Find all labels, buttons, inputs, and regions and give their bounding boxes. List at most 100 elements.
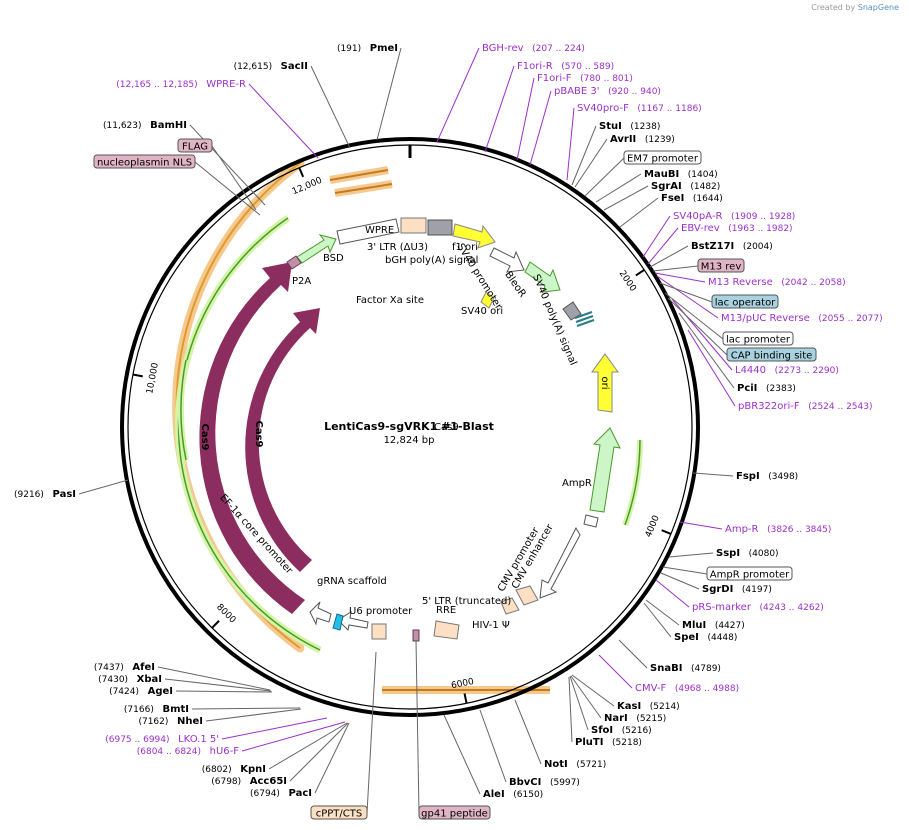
label-spacer: [142, 121, 151, 131]
label-nari[interactable]: NarI (5215): [604, 713, 666, 724]
label-wpre-r[interactable]: (12,165 .. 12,185) WPRE-R: [116, 79, 246, 90]
label-pcii[interactable]: PciI (2383): [737, 383, 796, 394]
label-spacer: [628, 714, 637, 724]
label-paci[interactable]: (6794) PacI: [250, 788, 312, 799]
label-name: PciI: [737, 383, 757, 394]
boxed-label-cppt-cts[interactable]: cPPT/CTS: [310, 805, 368, 820]
feature-label-f1-ori: f1 ori: [452, 242, 478, 253]
label-bbvci[interactable]: BbvCI (5997): [509, 777, 580, 788]
label-spei[interactable]: SpeI (4448): [674, 632, 737, 643]
label-name: BamHI: [150, 120, 187, 131]
label-sacii[interactable]: (12,615) SacII: [234, 61, 308, 72]
label-alei[interactable]: AleI (6150): [483, 789, 543, 800]
label-agei[interactable]: (7424) AgeI: [109, 686, 173, 697]
label-pasi[interactable]: (9216) PasI: [14, 489, 76, 500]
label-afei[interactable]: (7437) AfeI: [94, 662, 155, 673]
label-pbr322ori-f[interactable]: pBR322ori-F (2524 .. 2543): [738, 401, 873, 412]
label-bgh-rev[interactable]: BGH-rev (207 .. 224): [482, 43, 585, 54]
label-bmti[interactable]: (7166) BmtI: [124, 704, 189, 715]
label-sv40pa-r[interactable]: SV40pA-R (1909 .. 1928): [673, 211, 795, 222]
backbone-outer: [120, 137, 700, 717]
p2a-box: [286, 255, 302, 270]
tick-label: 2000: [617, 269, 638, 294]
label-name: KpnI: [240, 764, 266, 775]
label-box: [310, 805, 368, 820]
label-spacer: [733, 585, 742, 595]
label-fspi[interactable]: FspI (3498): [736, 471, 798, 482]
label-lko-1-5[interactable]: (6975 .. 6994) LKO.1 5': [105, 734, 219, 745]
label-m13-puc-reverse[interactable]: M13/pUC Reverse (2055 .. 2077): [721, 313, 883, 324]
label-sspi[interactable]: SspI (4080): [716, 548, 779, 559]
boxed-label-lac-operator[interactable]: lac operator: [711, 294, 779, 309]
label-name: FspI: [736, 471, 760, 482]
label-name: NheI: [177, 716, 203, 727]
label-cmv-f[interactable]: CMV-F (4968 .. 4988): [635, 683, 739, 694]
label-avrii[interactable]: AvrII (1239): [610, 134, 675, 145]
label-fsei[interactable]: FseI (1644): [661, 193, 723, 204]
label-name: SnaBI: [650, 663, 682, 674]
label-bamhi[interactable]: (11,623) BamHI: [103, 120, 187, 131]
label-kpni[interactable]: (6802) KpnI: [202, 764, 266, 775]
label-xbai[interactable]: (7430) XbaI: [98, 674, 162, 685]
label-hu6-f[interactable]: (6804 .. 6824) hU6-F: [137, 746, 240, 757]
label-spacer: [666, 684, 675, 694]
tick-mark: [211, 620, 220, 629]
label-spacer: [553, 62, 562, 72]
label-spacer: [760, 472, 769, 482]
label-spacer: [272, 62, 281, 72]
label-pluti[interactable]: PluTI (5218): [575, 737, 642, 748]
label-noti[interactable]: NotI (5721): [544, 759, 606, 770]
cas9-outer-arrow: [199, 262, 305, 614]
label-sv40pro-f[interactable]: SV40pro-F (1167 .. 1186): [577, 103, 702, 114]
boxed-label-flag[interactable]: FLAG: [177, 138, 213, 153]
plasmid-name: LentiCas9-sgVRK1 #1-Blast: [324, 420, 494, 433]
feature-label-cas9: Cas9: [199, 424, 210, 451]
label-nhei[interactable]: (7162) NheI: [138, 716, 203, 727]
label-spacer: [128, 675, 137, 685]
boxed-label-ampr-promoter[interactable]: AmpR promoter: [706, 566, 793, 581]
leader-line: [571, 674, 615, 707]
label-prs-marker[interactable]: pRS-marker (4243 .. 4262): [692, 602, 824, 613]
label-amp-r[interactable]: Amp-R (3826 .. 3845): [725, 524, 831, 535]
label-snabi[interactable]: SnaBI (4789): [650, 663, 721, 674]
boxed-label-em7-promoter[interactable]: EM7 promoter: [623, 150, 702, 165]
label-box: [418, 805, 491, 820]
label-maubi[interactable]: MauBI (1404): [644, 169, 718, 180]
label-position: (6794): [250, 789, 280, 799]
label-position: (4197): [742, 585, 772, 595]
label-sfoi[interactable]: SfoI (5216): [591, 725, 652, 736]
label-spacer: [168, 717, 177, 727]
label-stui[interactable]: StuI (1238): [599, 121, 660, 132]
boxed-label-lac-promoter[interactable]: lac promoter: [722, 331, 794, 346]
leader-line: [678, 312, 735, 389]
label-text: M13 rev: [701, 262, 742, 273]
boxed-label-m13-rev[interactable]: M13 rev: [697, 258, 745, 273]
label-acc65i[interactable]: (6798) Acc65I: [211, 776, 287, 787]
label-pbabe-3[interactable]: pBABE 3' (920 .. 940): [554, 86, 661, 97]
label-position: (4427): [715, 621, 745, 631]
label-f1ori-r[interactable]: F1ori-R (570 .. 589): [517, 61, 614, 72]
boxed-label-gp41-peptide[interactable]: gp41 peptide: [418, 805, 491, 820]
label-pmei[interactable]: (191) PmeI: [337, 43, 398, 54]
boxed-label-cap-binding-site[interactable]: CAP binding site: [726, 347, 817, 362]
label-text: lac promoter: [726, 335, 791, 346]
label-ebv-rev[interactable]: EBV-rev (1963 .. 1982): [681, 223, 793, 234]
boxed-label-nucleoplasmin-nls[interactable]: nucleoplasmin NLS: [93, 154, 196, 169]
label-bstz17i[interactable]: BstZ17I (2004): [691, 241, 773, 252]
label-name: NarI: [604, 713, 628, 724]
leader-line: [78, 479, 129, 495]
label-sgrdi[interactable]: SgrDI (4197): [702, 584, 772, 595]
feature-label-wpre: WPRE: [365, 225, 394, 236]
label-name: F1ori-F: [537, 73, 572, 84]
label-kasi[interactable]: KasI (5214): [617, 701, 680, 712]
label-l4440[interactable]: L4440 (2273 .. 2290): [735, 365, 839, 376]
feature-label-cas9: Cas9: [434, 422, 459, 433]
label-m13-reverse[interactable]: M13 Reverse (2042 .. 2058): [708, 277, 846, 288]
label-mlui[interactable]: MluI (4427): [682, 620, 745, 631]
label-f1ori-f[interactable]: F1ori-F (780 .. 801): [537, 73, 633, 84]
feature-label-bgh-poly-a-signal: bGH poly(A) signal: [385, 255, 478, 266]
label-name: LKO.1 5': [178, 734, 219, 745]
label-spacer: [757, 384, 766, 394]
label-sgrai[interactable]: SgrAI (1482): [651, 181, 720, 192]
leader-line: [598, 654, 633, 689]
